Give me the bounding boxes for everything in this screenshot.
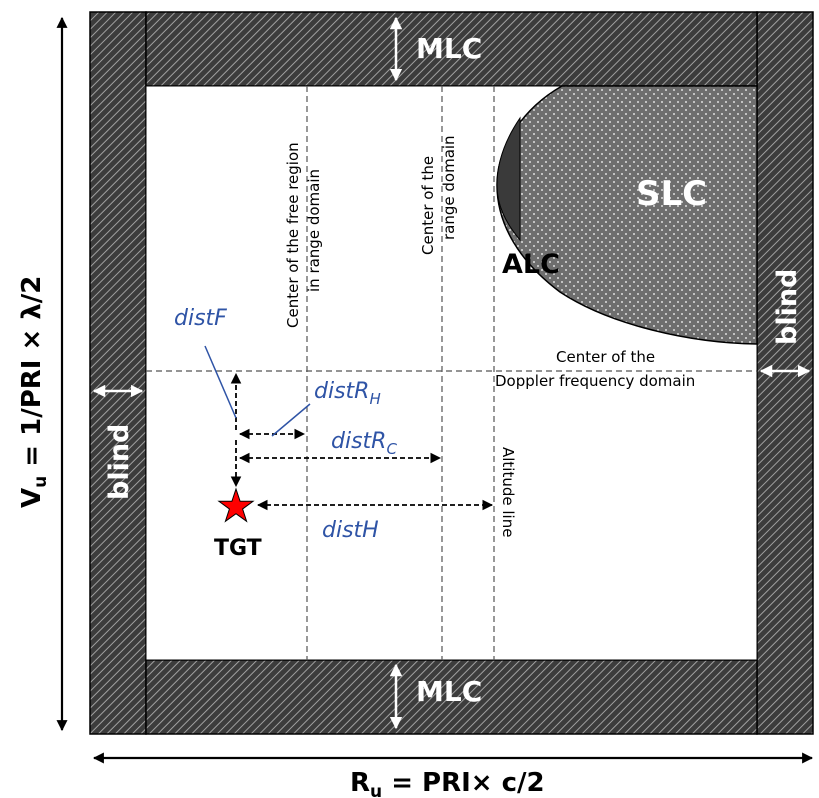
doppler-center-label-1: Center of the (556, 348, 655, 366)
alc-label: ALC (502, 249, 560, 280)
distRH-leader (271, 403, 311, 437)
blind-right-label: blind (772, 269, 803, 345)
alc-region (496, 116, 521, 242)
distF-leader (204, 345, 237, 419)
distRC-label: distRC (331, 429, 397, 458)
horizontal-axis-label: Ru = PRI× c/2 (350, 768, 545, 798)
target-label: TGT (214, 536, 262, 561)
doppler-center-label-2: Doppler frequency domain (495, 372, 695, 390)
distH-label: distH (322, 518, 379, 543)
mlc-top-label: MLC (416, 32, 482, 65)
distRH-label: distRH (314, 379, 381, 408)
range-center-label-2: range domain (440, 135, 458, 240)
mlc-region-top (145, 11, 758, 87)
free-region-center-label-2: in range domain (305, 169, 323, 292)
blind-zone-left (89, 11, 147, 735)
vertical-axis-label: Vu = 1/PRI × λ/2 (17, 276, 51, 508)
free-region-center-label-1: Center of the free region (284, 142, 302, 328)
slc-label: SLC (636, 174, 707, 214)
blind-left-label: blind (104, 424, 135, 500)
mlc-bottom-label: MLC (416, 675, 482, 708)
altitude-line-label: Altitude line (499, 447, 517, 537)
distF-label: distF (174, 306, 227, 331)
target-star-icon (217, 487, 255, 523)
range-center-label-1: Center of the (419, 156, 437, 255)
mlc-region-bottom (145, 659, 758, 735)
blind-zone-right (756, 11, 814, 735)
